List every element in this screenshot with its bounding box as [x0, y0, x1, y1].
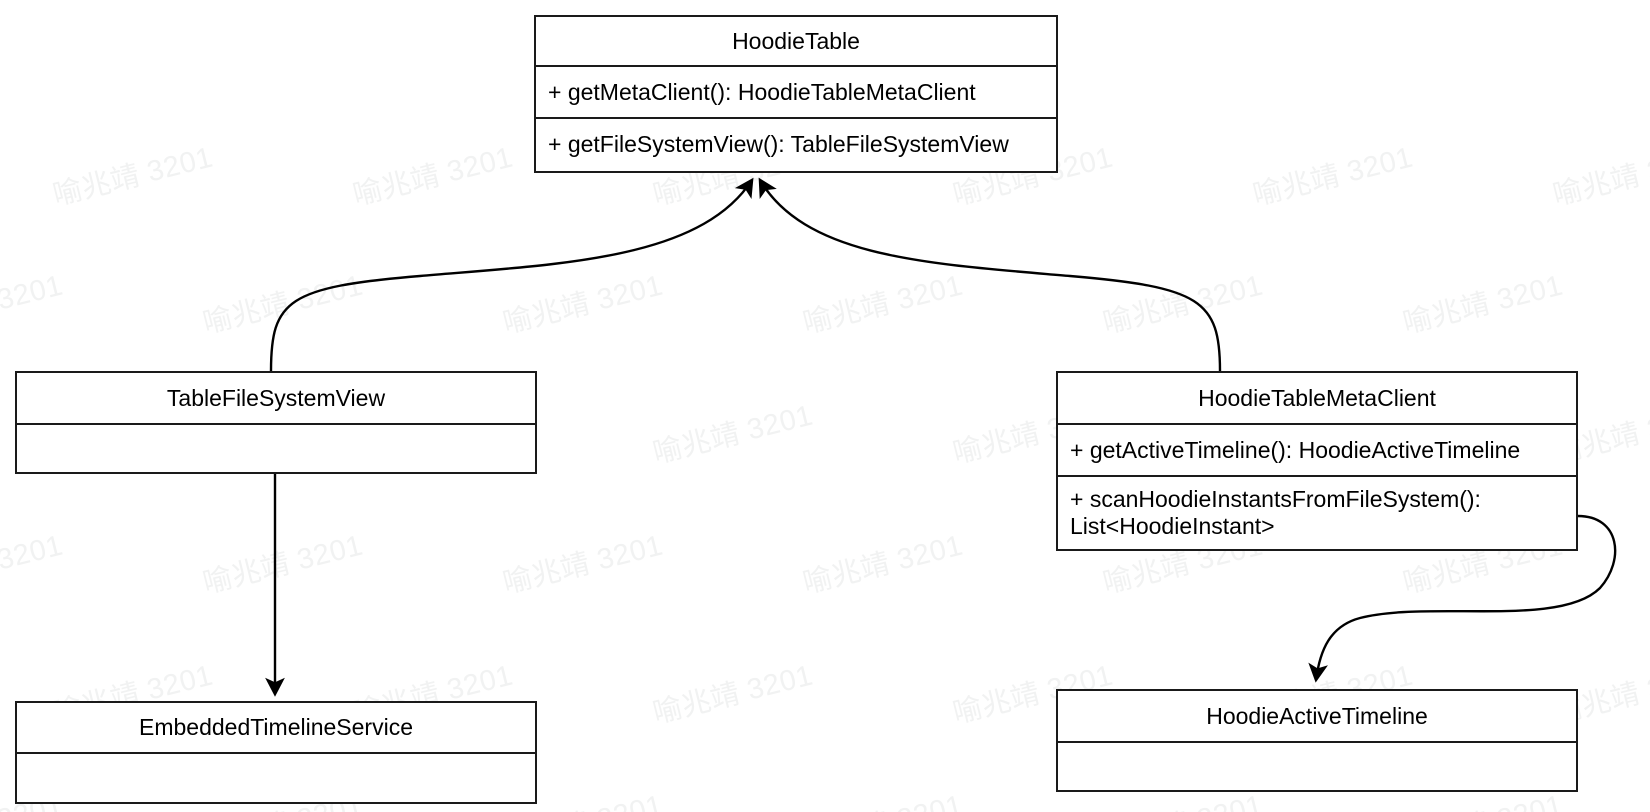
- class-member-row: [17, 754, 535, 802]
- edge-table-file-system-view-to-hoodie-table: [269, 177, 754, 372]
- watermark: 喻兆靖 3201: [799, 269, 967, 341]
- watermark: 喻兆靖 3201: [1399, 269, 1567, 341]
- edge-hoodie-table-meta-client-to-hoodie-table: [758, 177, 1222, 372]
- class-member-line: + scanHoodieInstantsFromFileSystem():: [1070, 486, 1481, 512]
- class-member-row: [17, 425, 535, 472]
- watermark: 喻兆靖 3201: [199, 269, 367, 341]
- watermark: 喻兆靖 3201: [799, 529, 967, 601]
- watermark: 喻兆靖 3201: [649, 399, 817, 471]
- class-title-hoodie-table-meta-client: HoodieTableMetaClient: [1058, 373, 1576, 425]
- class-title-embedded-timeline-service: EmbeddedTimelineService: [17, 703, 535, 754]
- watermark: 喻兆靖 3201: [49, 141, 217, 213]
- watermark: 喻兆靖 3201: [199, 529, 367, 601]
- watermark: 喻兆靖 3201: [1549, 141, 1650, 213]
- class-member-row: + getActiveTimeline(): HoodieActiveTimel…: [1058, 425, 1576, 477]
- class-member-row: + getFileSystemView(): TableFileSystemVi…: [548, 130, 1009, 157]
- class-box-hoodie-table-meta-client[interactable]: HoodieTableMetaClient + getActiveTimelin…: [1056, 371, 1578, 551]
- watermark: 喻兆靖 3201: [0, 529, 67, 600]
- watermark: 喻兆靖 3201: [649, 659, 817, 731]
- class-member-row: + scanHoodieInstantsFromFileSystem(): Li…: [1058, 477, 1576, 549]
- class-title-hoodie-table: HoodieTable: [536, 17, 1056, 67]
- watermark: 喻兆靖 3201: [499, 269, 667, 341]
- class-box-hoodie-table[interactable]: HoodieTable + getMetaClient(): HoodieTab…: [534, 15, 1058, 173]
- class-box-table-file-system-view[interactable]: TableFileSystemView: [15, 371, 537, 474]
- watermark: 喻兆靖 3201: [0, 269, 67, 340]
- watermark: 喻兆靖 3201: [499, 529, 667, 601]
- class-title-hoodie-active-timeline: HoodieActiveTimeline: [1058, 691, 1576, 743]
- class-box-hoodie-active-timeline[interactable]: HoodieActiveTimeline: [1056, 689, 1578, 792]
- watermark: 喻兆靖 3201: [349, 141, 517, 213]
- class-member-row: [1058, 743, 1576, 790]
- watermark: 喻兆靖 3201: [798, 782, 967, 812]
- class-member-row: + getMetaClient(): HoodieTableMetaClient: [536, 67, 1056, 119]
- class-member-line: List<HoodieInstant>: [1070, 512, 1275, 539]
- class-title-table-file-system-view: TableFileSystemView: [17, 373, 535, 425]
- class-box-embedded-timeline-service[interactable]: EmbeddedTimelineService: [15, 701, 537, 804]
- watermark: 喻兆靖 3201: [1099, 269, 1267, 341]
- watermark: 喻兆靖 3201: [1249, 141, 1417, 213]
